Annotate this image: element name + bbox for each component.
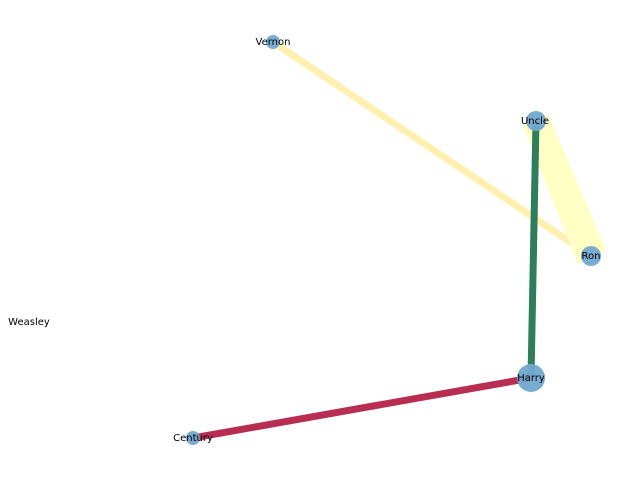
node-uncle[interactable]: Uncle [521,111,549,131]
nodes-layer: Vernon Uncle Ron Weasley Harry Century [8,35,601,445]
edge-uncle-harry [527,120,540,379]
node-ron[interactable]: Ron [581,246,601,266]
node-century[interactable]: Century [173,431,213,445]
node-ron-marker [581,246,601,266]
node-uncle-marker [526,111,546,131]
node-vernon[interactable]: Vernon [256,35,291,49]
node-uncle-label: Uncle [521,116,549,127]
node-vernon-label: Vernon [256,37,291,48]
node-harry[interactable]: Harry [517,364,545,392]
node-harry-marker [517,364,545,392]
node-weasley[interactable]: Weasley [8,317,50,328]
edge-vernon-ron [271,39,593,259]
edges-layer [192,39,606,442]
edge-uncle-ron [522,114,606,264]
node-vernon-marker [266,35,280,49]
node-harry-label: Harry [517,373,545,384]
node-weasley-label: Weasley [8,317,50,328]
node-century-marker [186,431,200,445]
node-ron-label: Ron [582,251,601,262]
node-century-label: Century [173,433,213,444]
edge-harry-century [192,374,532,442]
